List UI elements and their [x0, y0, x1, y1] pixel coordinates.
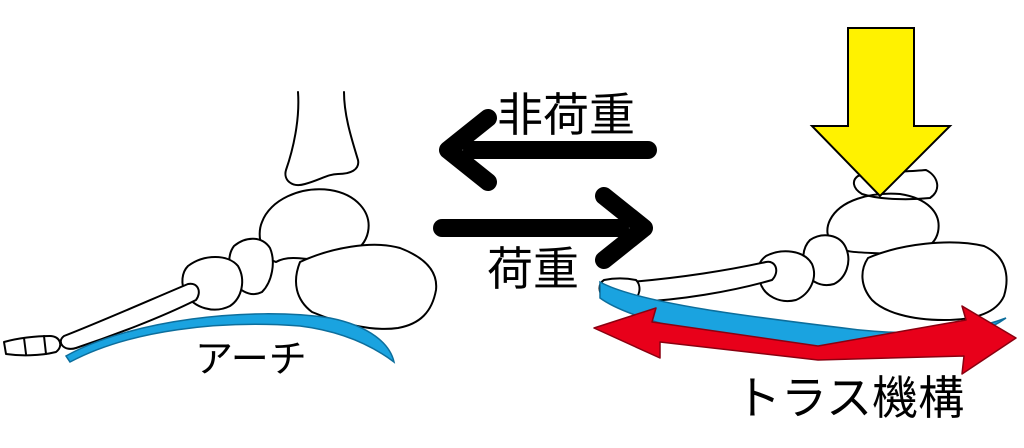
right-metatarsal	[623, 260, 778, 303]
unloaded-arrow	[439, 109, 657, 191]
load-arrow	[809, 27, 953, 198]
truss-label: トラス機構	[735, 371, 965, 425]
right-foot	[598, 168, 1008, 321]
truss-arrow	[593, 305, 1017, 375]
left-tibia	[284, 91, 360, 186]
arch-band	[64, 313, 396, 364]
arch-label: アーチ	[195, 337, 307, 381]
left-calcaneus	[295, 243, 438, 330]
left-foot	[3, 91, 438, 357]
left-toe	[3, 335, 62, 357]
loaded-arrow	[433, 187, 653, 269]
loaded-label: 荷重	[487, 242, 579, 296]
unloaded-label: 非荷重	[497, 88, 635, 142]
left-metatarsal	[59, 282, 200, 350]
right-calcaneus	[861, 241, 1008, 321]
